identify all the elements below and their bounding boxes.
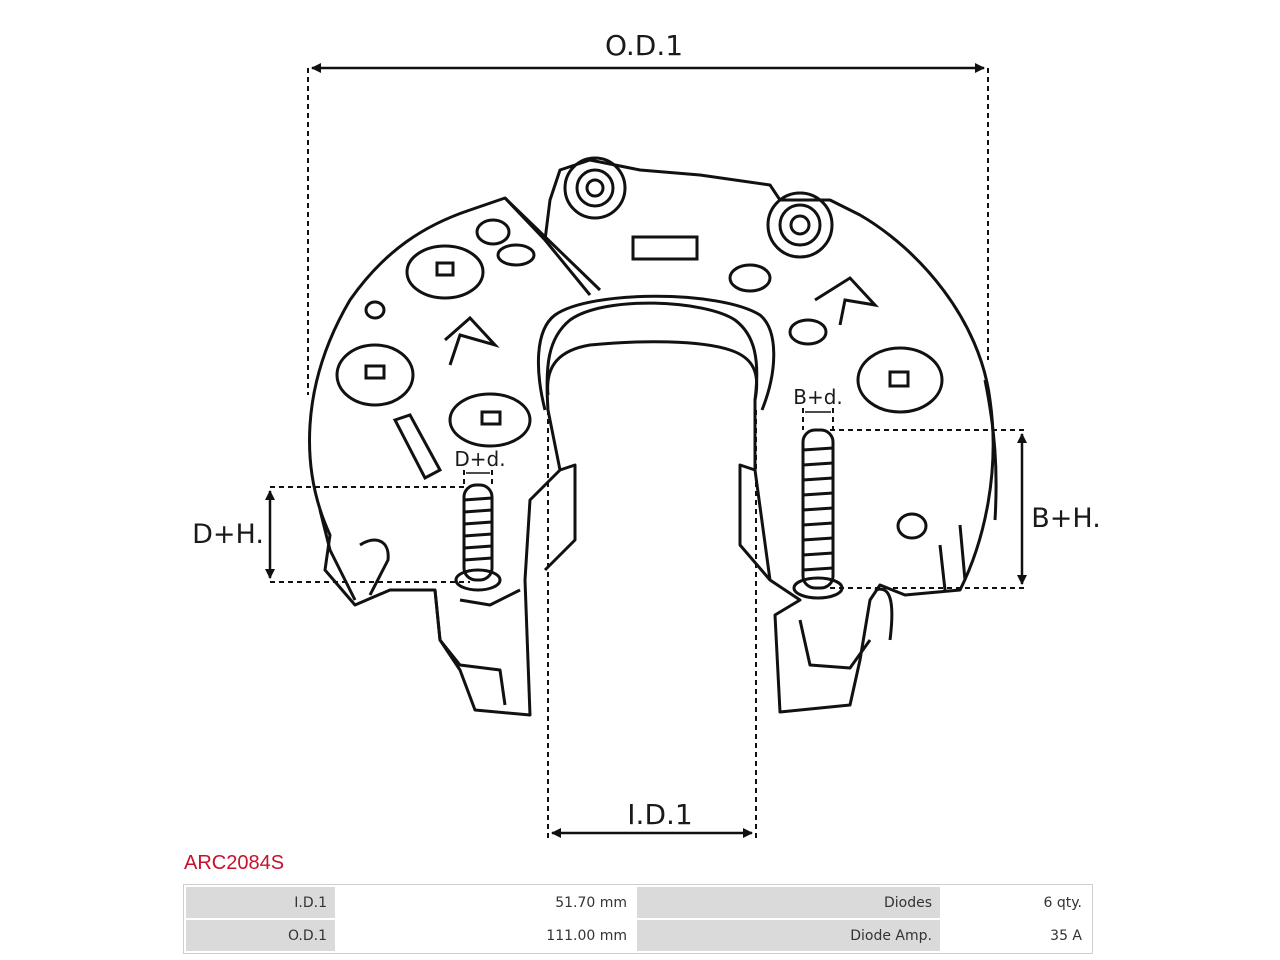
spec-value: 111.00 mm xyxy=(337,920,635,951)
rectifier-body xyxy=(308,158,998,717)
bd-label: B+d. xyxy=(793,385,843,409)
dh-label: D+H. xyxy=(192,519,264,550)
dd-label: D+d. xyxy=(454,447,505,471)
spec-value: 51.70 mm xyxy=(337,887,635,918)
id1-label: I.D.1 xyxy=(627,798,692,831)
spec-value: 35 A xyxy=(942,920,1090,951)
spec-label: O.D.1 xyxy=(186,920,335,951)
dimension-arrows xyxy=(265,63,1027,838)
product-code: ARC2084S xyxy=(184,852,285,874)
spec-label: I.D.1 xyxy=(186,887,335,918)
rectifier-diagram: O.D.1 I.D.1 D+H. B+H. D+d. B+d. xyxy=(192,29,1101,838)
table-row: I.D.1 51.70 mm Diodes 6 qty. xyxy=(186,887,1090,918)
spec-label: Diodes xyxy=(637,887,940,918)
spec-value: 6 qty. xyxy=(942,887,1090,918)
stud-left xyxy=(454,483,502,592)
table-row: O.D.1 111.00 mm Diode Amp. 35 A xyxy=(186,920,1090,951)
dimension-lines xyxy=(270,68,1025,838)
spec-label: Diode Amp. xyxy=(637,920,940,951)
bh-label: B+H. xyxy=(1031,503,1101,534)
od1-label: O.D.1 xyxy=(605,29,683,62)
stud-right xyxy=(792,428,844,600)
specs-table: I.D.1 51.70 mm Diodes 6 qty. O.D.1 111.0… xyxy=(183,884,1093,954)
terminals xyxy=(335,156,944,540)
